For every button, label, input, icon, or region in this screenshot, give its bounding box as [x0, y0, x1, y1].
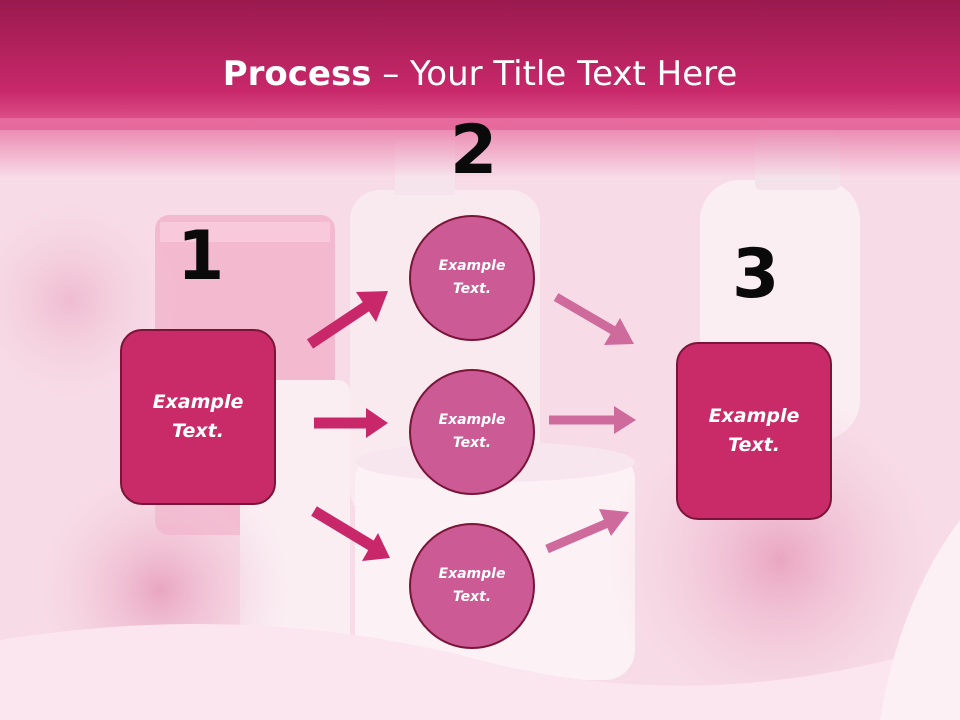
arrow-1-to-bottom	[311, 506, 390, 561]
arrow-bottom-to-3	[545, 509, 629, 554]
step-2-circle-top: Example Text.	[409, 215, 535, 341]
header-fade	[0, 118, 960, 178]
slide-title: Process – Your Title Text Here	[0, 52, 960, 96]
circle-middle-text: Example Text.	[438, 412, 506, 451]
step-3-text: Example Text.	[708, 405, 800, 456]
step-number-2: 2	[450, 111, 498, 190]
step-number-1: 1	[177, 217, 225, 296]
title-bold: Process	[222, 54, 372, 94]
step-3-box: Example Text.	[676, 342, 832, 520]
title-rest: – Your Title Text Here	[371, 54, 738, 94]
header-band	[0, 0, 960, 130]
circle-bottom-text: Example Text.	[438, 566, 506, 605]
step-1-text: Example Text.	[152, 391, 244, 442]
step-number-3: 3	[732, 235, 780, 314]
circle-top-text: Example Text.	[438, 258, 506, 297]
arrow-middle-to-3	[549, 406, 636, 434]
step-1-box: Example Text.	[120, 329, 276, 505]
arrow-1-to-top	[306, 291, 388, 349]
arrow-top-to-3	[553, 293, 634, 345]
arrow-1-to-middle	[314, 408, 388, 438]
step-2-circle-bottom: Example Text.	[409, 523, 535, 649]
step-2-circle-middle: Example Text.	[409, 369, 535, 495]
